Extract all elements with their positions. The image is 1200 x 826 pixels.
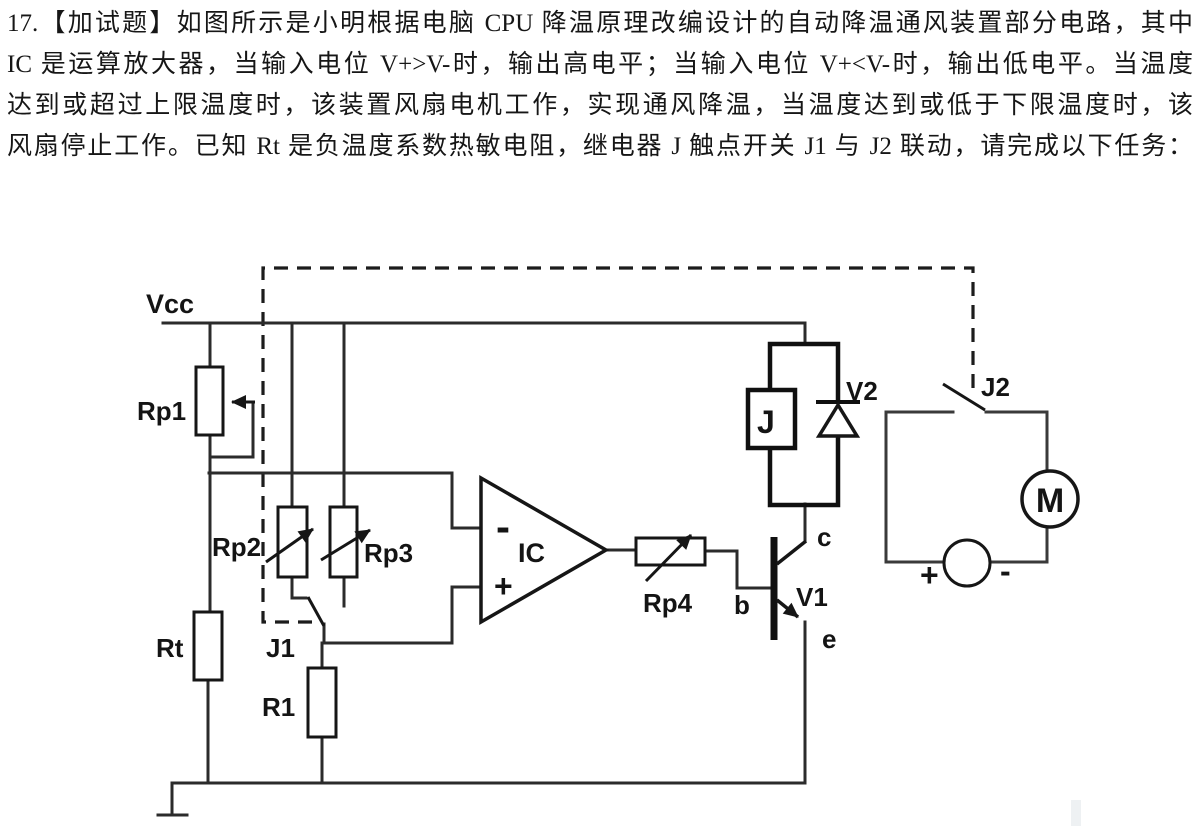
power-source: + - xyxy=(920,538,1011,593)
problem-line-1: 17.【加试题】如图所示是小明根据电脑 CPU 降温原理改编设计的自动降温通风装… xyxy=(7,10,1193,37)
rp1-label: Rp1 xyxy=(137,396,186,426)
ic-label: IC xyxy=(518,538,545,568)
potentiometer-rp4: Rp4 xyxy=(634,533,707,618)
rp3-label: Rp3 xyxy=(364,538,413,568)
wires xyxy=(161,321,1049,785)
v2-label: V2 xyxy=(846,376,878,406)
resistor-r1: R1 xyxy=(262,666,338,739)
thermistor-rt: Rt xyxy=(156,610,224,682)
rp2-label: Rp2 xyxy=(212,532,261,562)
opamp-minus-input-label: - xyxy=(496,503,510,550)
opamp-ic: - + IC xyxy=(479,474,610,626)
base-label: b xyxy=(734,590,750,620)
potentiometer-rp3: Rp3 xyxy=(320,505,413,579)
emitter-label: e xyxy=(822,624,836,654)
relay-linkage-dashed-line xyxy=(261,266,975,624)
v1-label: V1 xyxy=(796,582,828,612)
rp4-label: Rp4 xyxy=(643,588,693,618)
problem-line-4: 风扇停止工作。已知 Rt 是负温度系数热敏电阻，继电器 J 触点开关 J1 与 … xyxy=(7,133,1193,160)
power-rail-label: Vcc xyxy=(146,289,194,319)
potentiometer-rp2: Rp2 xyxy=(212,505,314,579)
opamp-plus-input-label: + xyxy=(494,568,513,604)
transistor-v1: b c e V1 xyxy=(734,522,836,654)
problem-line-2: IC 是运算放大器，当输入电位 V+>V-时，输出高电平；当输入电位 V+<V-… xyxy=(7,51,1193,78)
potentiometer-rp1: Rp1 xyxy=(137,365,255,437)
collector-label: c xyxy=(817,522,831,552)
switch-j2: J2 xyxy=(942,372,1010,412)
battery-minus-label: - xyxy=(1000,553,1011,589)
diode-v2: V2 xyxy=(815,376,878,438)
r1-label: R1 xyxy=(262,692,295,722)
j1-label: J1 xyxy=(266,633,295,663)
j2-label: J2 xyxy=(981,372,1010,402)
rt-label: Rt xyxy=(156,633,184,663)
motor-m: M xyxy=(1020,469,1080,529)
switch-j1: J1 xyxy=(266,596,326,663)
battery-plus-label: + xyxy=(920,557,939,593)
vcc-label: Vcc xyxy=(146,289,194,319)
problem-line-3: 达到或超过上限温度时，该装置风扇电机工作，实现通风降温，当温度达到或低于下限温度… xyxy=(7,92,1193,119)
motor-label: M xyxy=(1036,482,1064,520)
scan-artifact xyxy=(1071,800,1081,826)
problem-statement: 17.【加试题】如图所示是小明根据电脑 CPU 降温原理改编设计的自动降温通风装… xyxy=(7,3,1193,167)
relay-j: J xyxy=(745,341,841,508)
ground-symbol xyxy=(156,781,189,817)
relay-coil-label: J xyxy=(757,404,775,440)
